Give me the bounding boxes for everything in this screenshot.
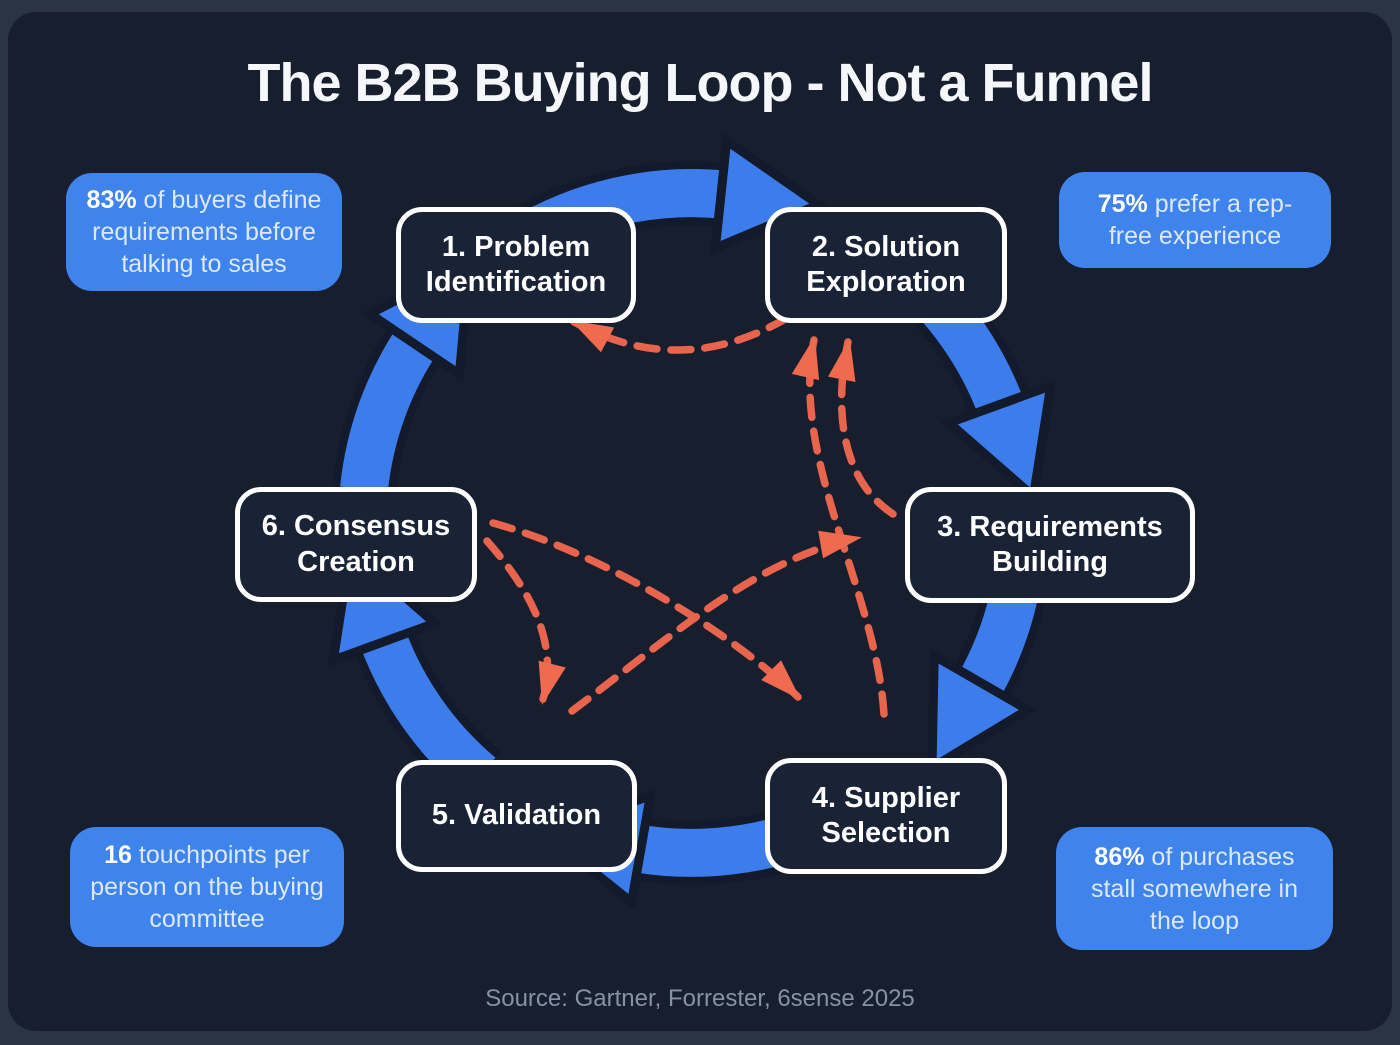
- stat-value: 86%: [1094, 842, 1145, 871]
- stage-box-supplier-selection: 4. Supplier Selection: [765, 758, 1007, 874]
- stat-callout-touchpoints-per-person: 16 touchpoints per person on the buying …: [70, 827, 344, 947]
- source-attribution: Source: Gartner, Forrester, 6sense 2025: [485, 985, 915, 1012]
- stat-text: 86% of purchases stall somewhere in the …: [1076, 841, 1313, 937]
- jump-arrow-3-to-2: [828, 338, 897, 518]
- loop-arrow-segment-6-to-1: [332, 321, 445, 493]
- infographic-card: The B2B Buying Loop - Not a Funnel: [8, 12, 1392, 1031]
- loop-arrowhead-icon: [927, 648, 1037, 776]
- stat-description: of buyers define requirements before tal…: [92, 186, 322, 278]
- stat-callout-purchases-stall: 86% of purchases stall somewhere in the …: [1056, 827, 1333, 950]
- jump-arrow-2-to-1: [570, 314, 791, 354]
- stage-label: 1. Problem Identification: [425, 230, 607, 298]
- stat-description: prefer a rep-free experience: [1108, 190, 1293, 250]
- loop-arrow-segment-5-to-6: [351, 624, 501, 801]
- stat-value: 75%: [1097, 190, 1148, 218]
- stage-box-requirements-building: 3. Requirements Building: [905, 487, 1195, 603]
- stat-callout-buyers-define-requirements: 83% of buyers define requirements before…: [66, 173, 342, 291]
- stat-text: 75% prefer a rep-free experience: [1079, 188, 1311, 252]
- stat-description: of purchases stall somewhere in the loop: [1090, 842, 1299, 935]
- stat-value: 83%: [86, 186, 137, 214]
- stat-value: 16: [104, 841, 132, 869]
- jump-arrow-5-to-3: [568, 530, 862, 715]
- stage-label: 4. Supplier Selection: [811, 781, 961, 849]
- stage-box-solution-exploration: 2. Solution Exploration: [765, 207, 1007, 323]
- stage-label: 6. Consensus Creation: [261, 510, 451, 578]
- stat-text: 16 touchpoints per person on the buying …: [90, 839, 324, 935]
- stat-description: touchpoints per person on the buying com…: [90, 841, 324, 933]
- stage-label: 5. Validation: [431, 799, 602, 832]
- page-title: The B2B Buying Loop - Not a Funnel: [247, 53, 1154, 113]
- stat-callout-rep-free-experience: 75% prefer a rep-free experience: [1059, 172, 1331, 268]
- stage-box-consensus-creation: 6. Consensus Creation: [235, 487, 477, 602]
- loop-arrowhead-icon: [940, 379, 1057, 506]
- jump-arrow-6-to-5: [483, 537, 566, 705]
- stage-box-validation: 5. Validation: [396, 760, 637, 872]
- stage-box-problem-identification: 1. Problem Identification: [396, 207, 636, 323]
- jump-arrow-6-to-4: [489, 519, 802, 701]
- stage-label: 2. Solution Exploration: [806, 230, 966, 298]
- stat-text: 83% of buyers define requirements before…: [86, 184, 322, 280]
- jump-arrow-4-to-2: [791, 336, 888, 718]
- stage-label: 3. Requirements Building: [937, 510, 1163, 578]
